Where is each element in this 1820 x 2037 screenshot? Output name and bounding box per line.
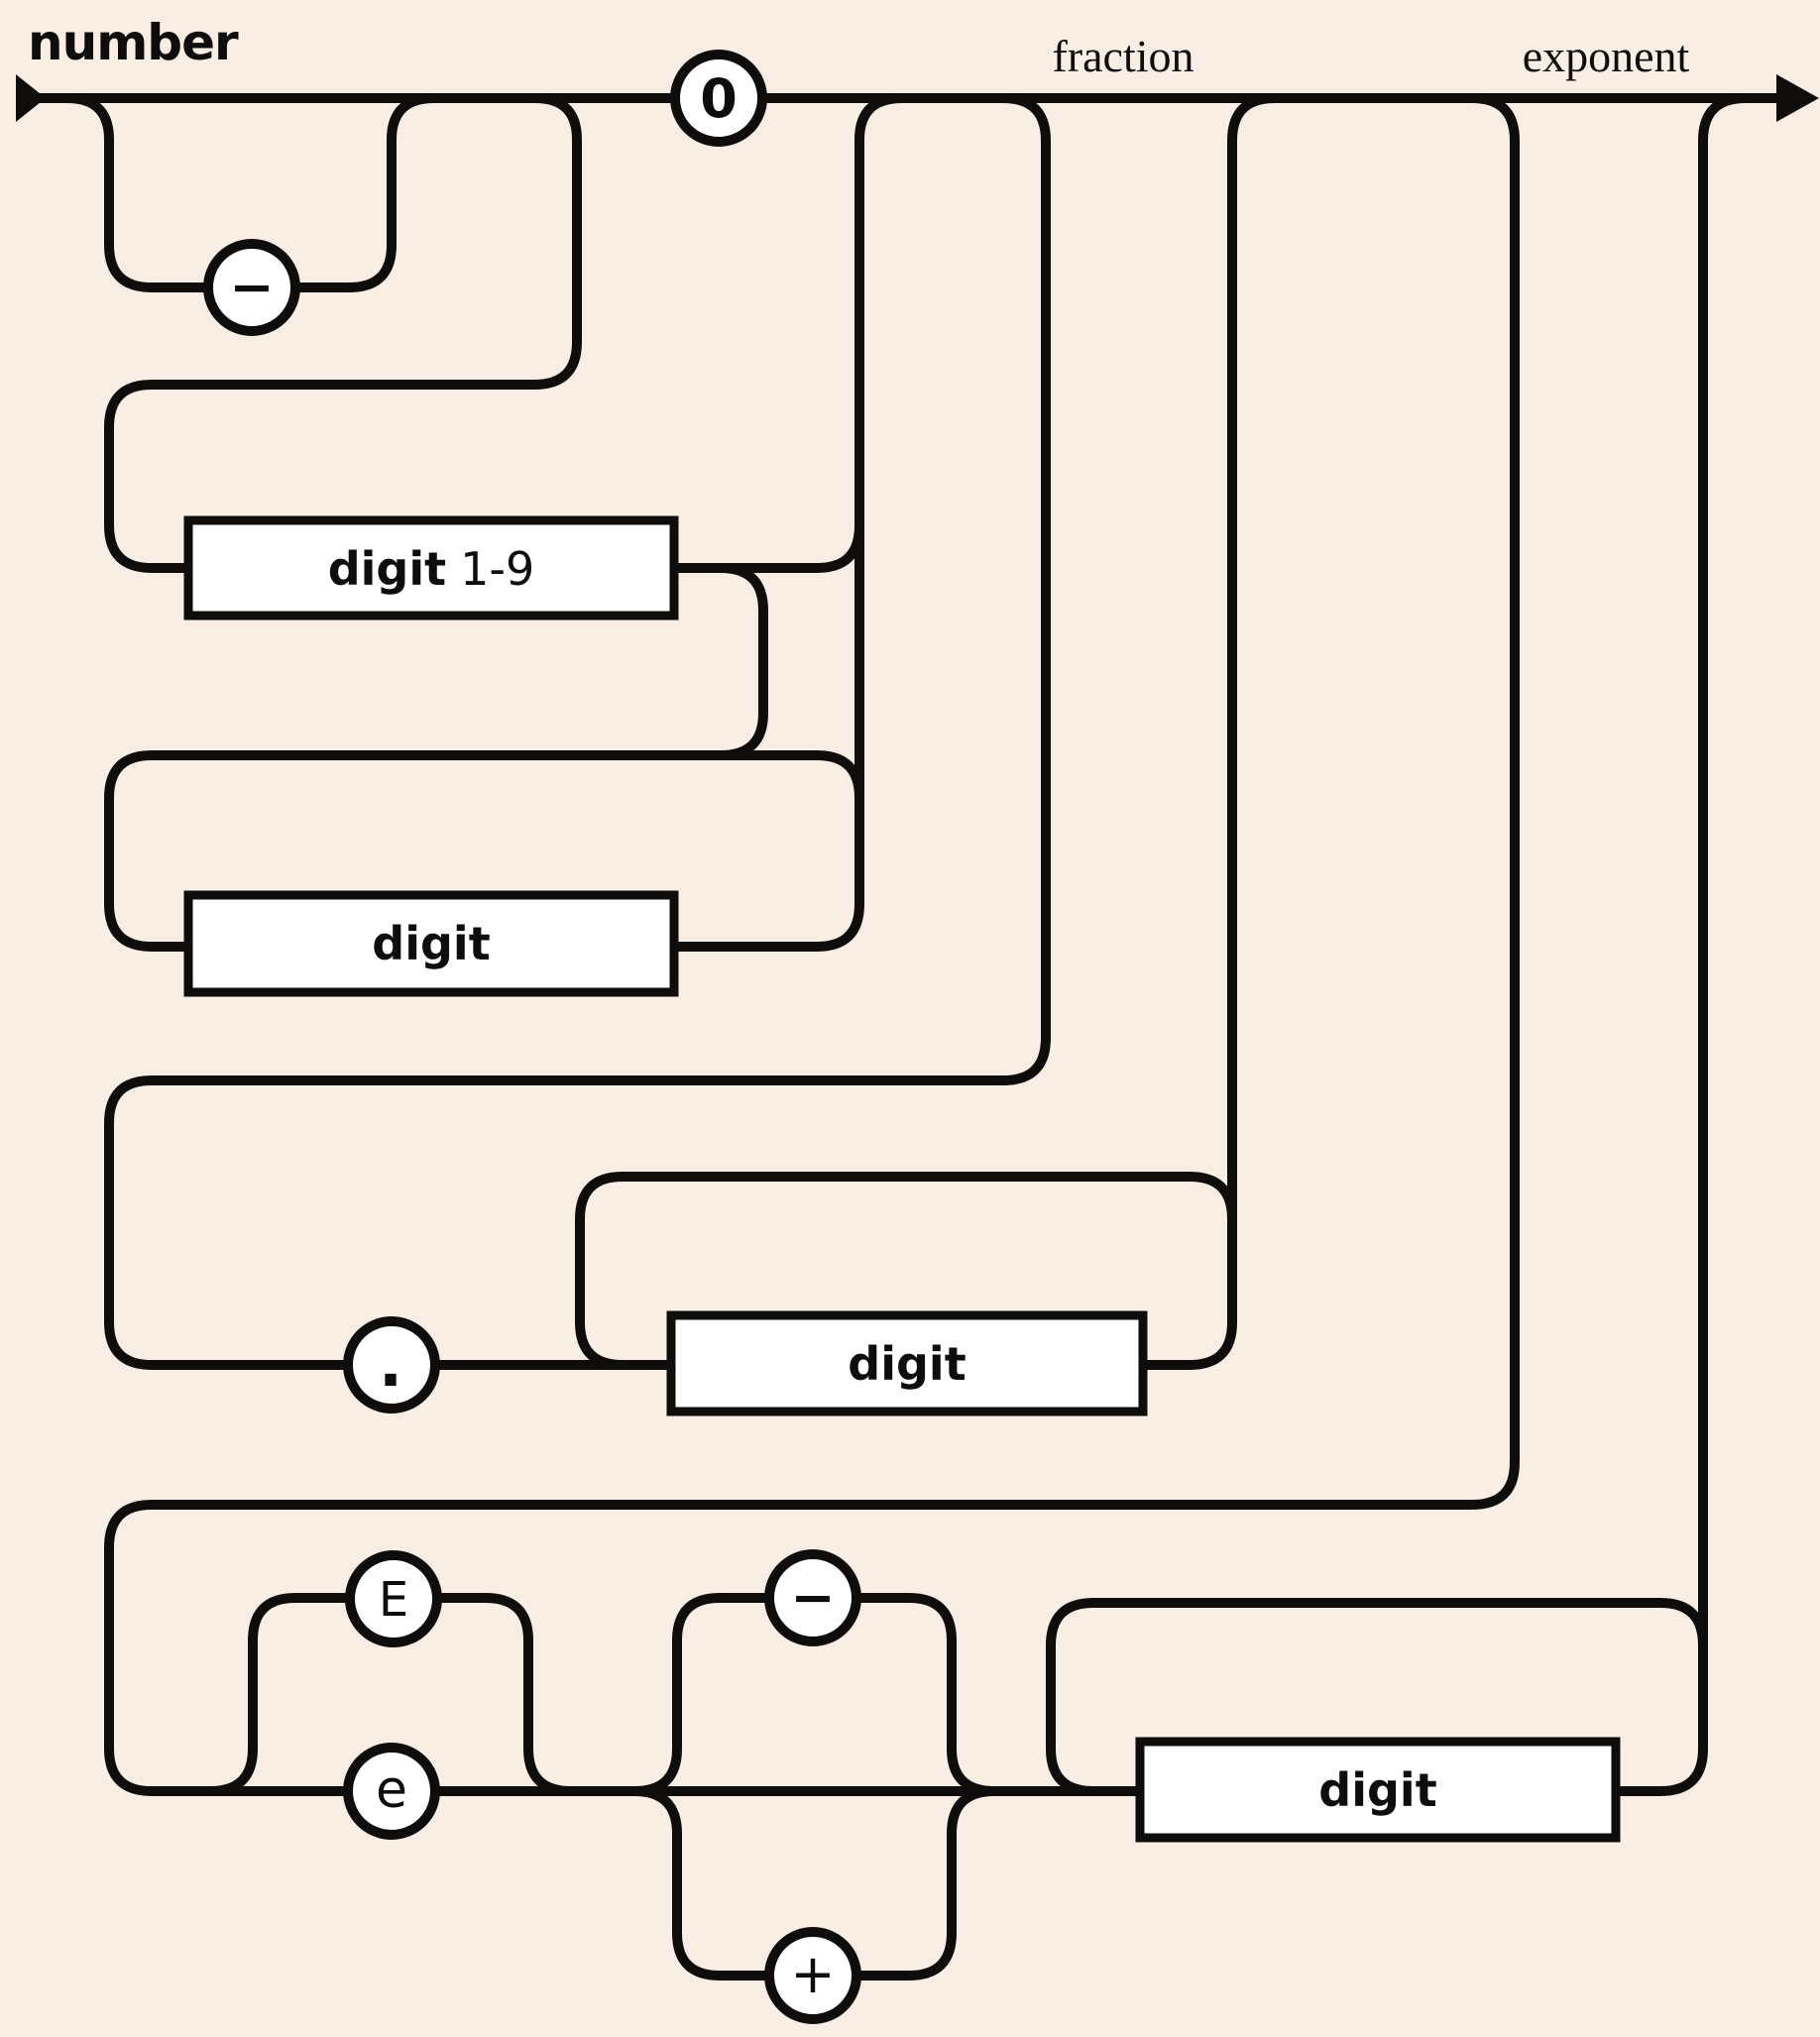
start-arrow-icon [16, 74, 46, 122]
integer-digit-loop-right-rail [721, 750, 864, 799]
exponent-section-label: exponent [1523, 31, 1690, 81]
exponent-loop-rail [1046, 1598, 1708, 1796]
terminal-e-circle [343, 1743, 440, 1840]
digit19-box [183, 515, 679, 621]
terminal-minus-glyph: − [229, 256, 274, 318]
fraction-loop-rail [575, 1172, 1237, 1370]
integer-collector-rail [674, 93, 903, 952]
fraction-collector-rail [1143, 93, 1276, 1370]
terminal-zero-glyph: 0 [700, 67, 738, 130]
terminal-dot-glyph: . [379, 1328, 402, 1402]
terminal-dot-circle [343, 1316, 440, 1414]
exponent-entry-rail [104, 93, 1520, 1796]
exponent-collector-rail [1616, 93, 1747, 1796]
integer-digit-box [183, 890, 679, 997]
terminal-e-glyph: e [376, 1760, 407, 1820]
diagram-title: number [28, 14, 239, 71]
fraction-section-label: fraction [1052, 31, 1194, 81]
terminal-exp-minus-glyph: − [790, 1566, 835, 1629]
exponent-digit-box [1135, 1737, 1621, 1843]
exponent-digit-box-label: digit [1318, 1763, 1436, 1817]
integer-digit-box-label: digit [372, 917, 490, 970]
minus-branch-left-rail [66, 93, 204, 292]
digit19-entry-rail [104, 93, 582, 573]
integer-digit-loop-rail [104, 563, 768, 952]
fraction-entry-rail [104, 93, 1051, 1370]
terminal-exp-plus-glyph: + [790, 1943, 835, 2005]
terminal-E-circle [345, 1550, 442, 1647]
end-arrow-icon [1776, 74, 1819, 122]
fraction-digit-box [666, 1310, 1148, 1416]
exponent-plus-up-rail [860, 1786, 995, 1980]
exponent-E-up-rail [209, 1593, 346, 1796]
terminal-exp-plus-circle [764, 1927, 861, 2024]
terminal-E-glyph: E [379, 1572, 408, 1628]
exponent-plus-down-rail [633, 1786, 765, 1980]
terminal-exp-minus-circle [764, 1549, 861, 1646]
fraction-digit-box-label: digit [848, 1337, 966, 1391]
exponent-minus-up-rail [633, 1593, 765, 1796]
minus-branch-right-rail [299, 93, 435, 292]
terminal-minus-circle [203, 239, 300, 336]
terminal-zero-circle [670, 50, 767, 147]
exponent-minus-down-rail [860, 1593, 995, 1796]
